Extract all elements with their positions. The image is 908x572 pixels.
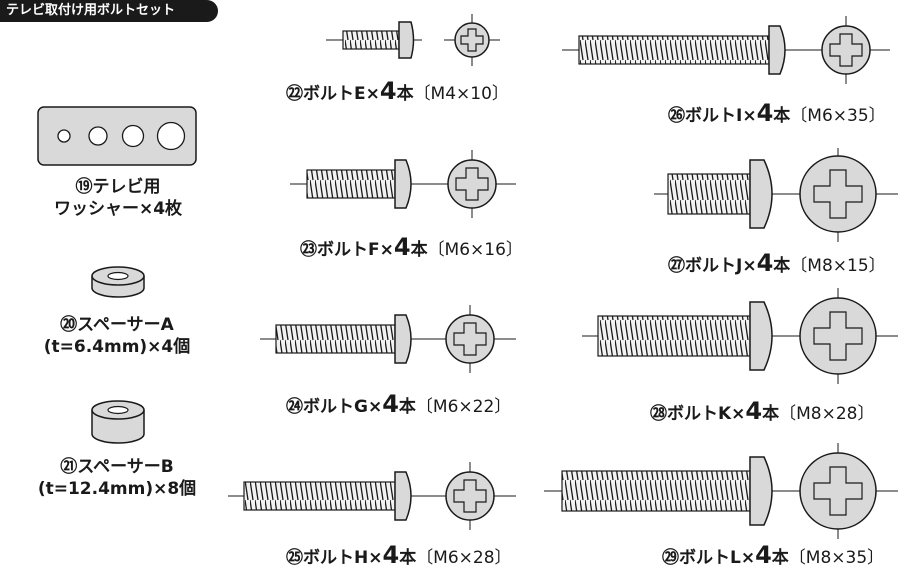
bolt-k-head-icon xyxy=(782,288,898,384)
bolt-f-spec: 〔M6×16〕 xyxy=(427,240,523,260)
bolt-j-name: ㉗ボルトJ× xyxy=(668,256,757,276)
bolt-g-side-icon xyxy=(260,314,432,364)
bolt-i-side-icon xyxy=(562,25,808,75)
spacer-b-icon xyxy=(91,400,145,444)
bolt-g-spec: 〔M6×22〕 xyxy=(415,397,512,417)
washer-label: ⑲テレビ用 ワッシャー×4枚 xyxy=(20,176,216,220)
bolt-l-unit: 本 xyxy=(771,548,789,568)
bolt-e-qty: 4 xyxy=(379,77,397,105)
bolt-e-name: ㉒ボルトE× xyxy=(286,84,380,104)
bolt-i-unit: 本 xyxy=(773,106,791,126)
bolt-e-unit: 本 xyxy=(396,84,414,104)
bolt-f-name: ㉓ボルトF× xyxy=(300,240,394,260)
bolt-k-qty: 4 xyxy=(745,397,763,425)
bolt-h-unit: 本 xyxy=(399,548,417,568)
bolt-k-label: ㉘ボルトK×4本〔M8×28〕 xyxy=(650,397,875,425)
bolt-j-spec: 〔M8×15〕 xyxy=(790,256,886,276)
bolt-i-spec: 〔M6×35〕 xyxy=(790,106,886,126)
bolt-l-spec: 〔M8×35〕 xyxy=(788,548,885,568)
bolt-k-spec: 〔M8×28〕 xyxy=(779,404,875,424)
bolt-k-unit: 本 xyxy=(762,404,780,424)
bolt-g-label: ㉔ボルトG×4本〔M6×22〕 xyxy=(286,390,512,418)
bolt-e-label: ㉒ボルトE×4本〔M4×10〕 xyxy=(286,77,509,105)
spacer-b-label: ㉑スペーサーB (t=12.4mm)×8個 xyxy=(10,456,224,500)
bolt-i-qty: 4 xyxy=(756,99,774,127)
bolt-k-side-icon xyxy=(582,301,800,371)
bolt-g-head-icon xyxy=(430,305,516,373)
bolt-l-qty: 4 xyxy=(755,541,772,569)
bolt-g-unit: 本 xyxy=(398,397,416,417)
bolt-h-spec: 〔M6×28〕 xyxy=(416,548,512,568)
bolt-h-label: ㉕ボルトH×4本〔M6×28〕 xyxy=(286,541,512,569)
bolt-l-label: ㉙ボルトL×4本〔M8×35〕 xyxy=(662,541,885,569)
bolt-i-label: ㉖ボルトI×4本〔M6×35〕 xyxy=(668,99,886,127)
spacer-b-label-line2: (t=12.4mm)×8個 xyxy=(37,479,197,499)
bolt-l-name: ㉙ボルトL× xyxy=(662,548,756,568)
bolt-j-unit: 本 xyxy=(773,256,791,276)
spacer-a-label-line1: ⑳スペーサーA xyxy=(60,315,174,335)
bolt-e-spec: 〔M4×10〕 xyxy=(413,84,509,104)
bolt-h-head-icon xyxy=(430,462,516,530)
bolt-f-head-icon xyxy=(430,150,516,218)
bolt-h-name: ㉕ボルトH× xyxy=(286,548,383,568)
bolt-h-qty: 4 xyxy=(382,541,400,569)
bolt-l-side-icon xyxy=(544,456,800,526)
bolt-h-side-icon xyxy=(228,471,432,521)
section-title: テレビ取付け用ボルトセット xyxy=(0,0,218,22)
bolt-l-head-icon xyxy=(782,443,898,539)
bolt-f-qty: 4 xyxy=(393,233,411,261)
spacer-b-label-line1: ㉑スペーサーB xyxy=(60,457,174,477)
bolt-i-name: ㉖ボルトI× xyxy=(668,106,757,126)
spacer-a-label: ⑳スペーサーA (t=6.4mm)×4個 xyxy=(14,314,220,358)
bolt-i-head-icon xyxy=(804,16,890,84)
bolt-g-qty: 4 xyxy=(382,390,399,418)
bolt-e-side-icon xyxy=(326,21,422,59)
spacer-a-label-line2: (t=6.4mm)×4個 xyxy=(43,337,191,357)
washer-label-line1: ⑲テレビ用 xyxy=(75,177,161,197)
spacer-a-icon xyxy=(91,266,145,298)
washer-plate-icon xyxy=(37,106,197,166)
bolt-g-name: ㉔ボルトG× xyxy=(286,397,383,417)
bolt-e-head-icon xyxy=(444,14,500,66)
bolt-f-side-icon xyxy=(290,159,432,209)
bolt-k-name: ㉘ボルトK× xyxy=(650,404,746,424)
washer-label-line2: ワッシャー×4枚 xyxy=(53,199,183,219)
bolt-j-head-icon xyxy=(782,148,898,242)
bolt-f-label: ㉓ボルトF×4本〔M6×16〕 xyxy=(300,233,523,261)
bolt-j-label: ㉗ボルトJ×4本〔M8×15〕 xyxy=(668,249,886,277)
bolt-f-unit: 本 xyxy=(410,240,428,260)
bolt-j-qty: 4 xyxy=(756,249,774,277)
bolt-j-side-icon xyxy=(654,159,800,229)
